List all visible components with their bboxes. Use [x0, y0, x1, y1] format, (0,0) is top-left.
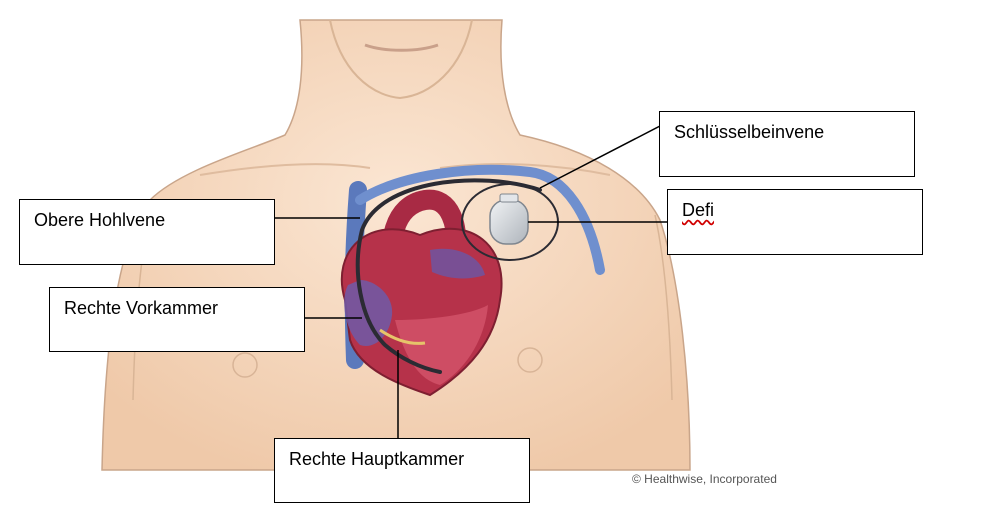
- leader-schluesselbeinvene: [539, 125, 661, 189]
- right-atrium: [344, 280, 393, 346]
- label-box-rechte-vorkammer: Rechte Vorkammer: [49, 287, 305, 352]
- chin: [329, 19, 473, 100]
- lips: [364, 43, 439, 52]
- copyright-notice: © Healthwise, Incorporated: [632, 472, 777, 486]
- device-header: [499, 193, 519, 203]
- label-rechte-hauptkammer: Rechte Hauptkammer: [289, 449, 465, 469]
- label-box-rechte-hauptkammer: Rechte Hauptkammer: [274, 438, 530, 503]
- left-atrium: [430, 248, 485, 279]
- label-box-defi: Defi: [667, 189, 923, 255]
- defibrillator-device: [489, 199, 529, 245]
- left-nipple: [232, 352, 258, 378]
- left-collarbone: [199, 163, 371, 176]
- label-box-schluesselbeinvene: Schlüsselbeinvene: [659, 111, 915, 177]
- right-nipple: [517, 347, 543, 373]
- subclavian-vein: [355, 164, 605, 275]
- label-schluesselbeinvene: Schlüsselbeinvene: [674, 122, 825, 142]
- label-box-obere-hohlvene: Obere Hohlvene: [19, 199, 275, 265]
- label-rechte-vorkammer: Rechte Vorkammer: [64, 298, 219, 318]
- valve-hints: [379, 328, 426, 345]
- right-collarbone: [439, 163, 611, 176]
- label-defi: Defi: [682, 200, 715, 220]
- right-arm-line: [654, 214, 673, 401]
- label-obere-hohlvene: Obere Hohlvene: [34, 210, 166, 230]
